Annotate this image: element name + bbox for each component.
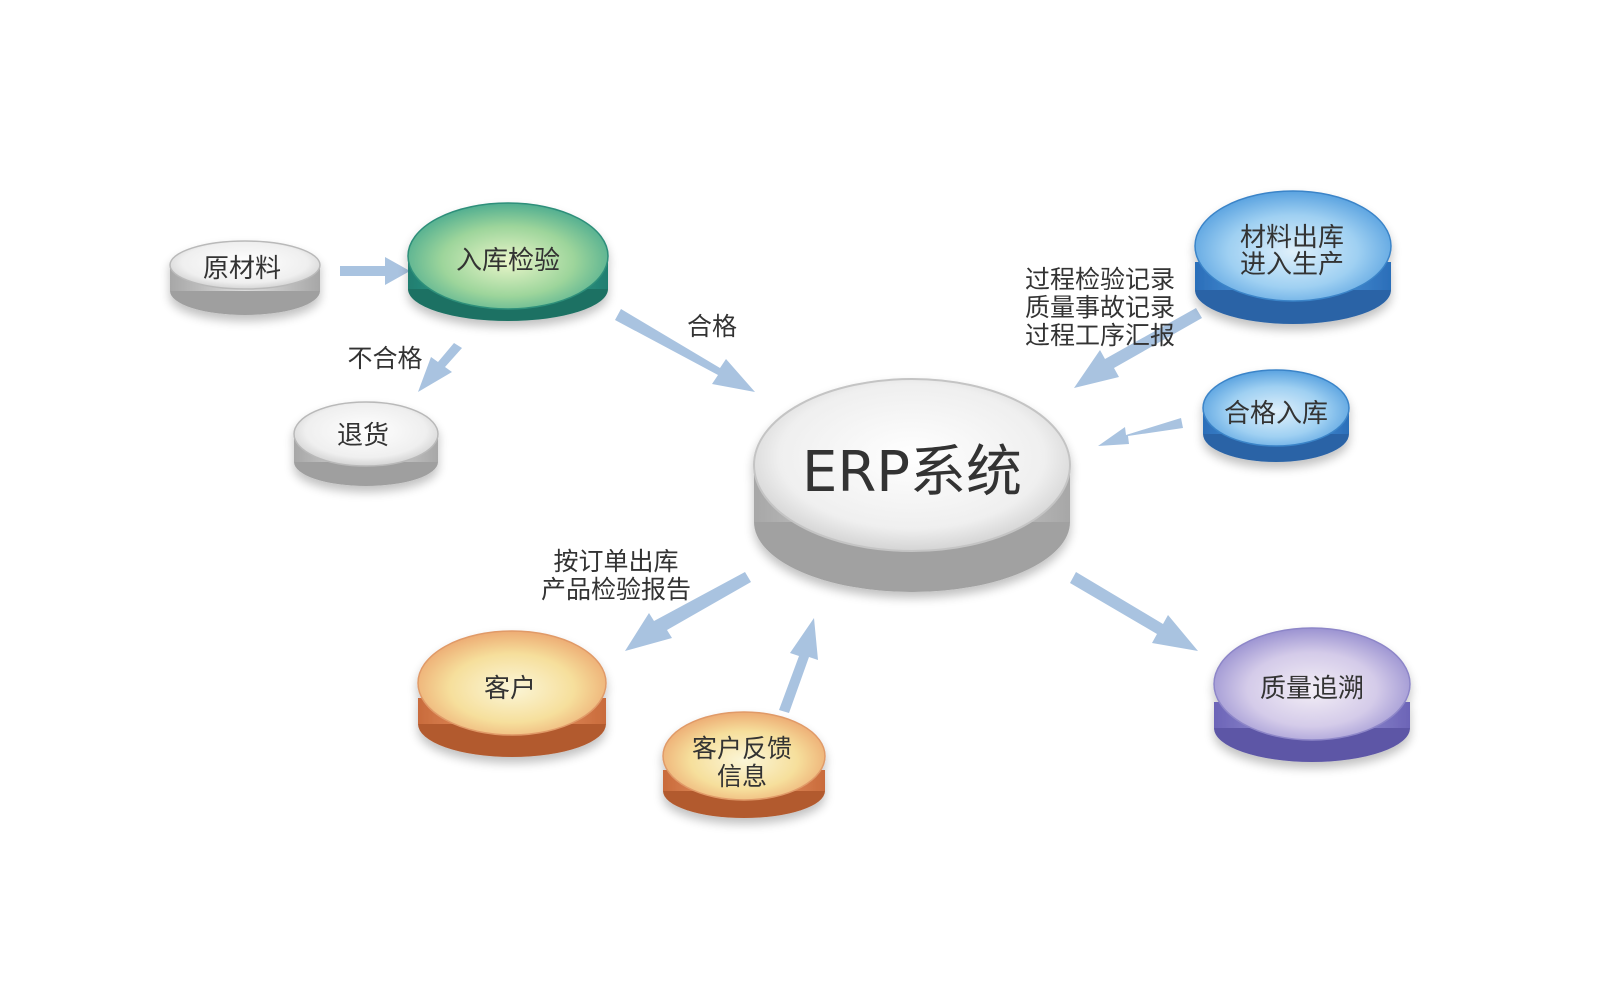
node-quality-trace-label: 质量追溯 xyxy=(1260,674,1364,704)
node-return xyxy=(293,401,439,486)
node-material-out xyxy=(1194,190,1392,324)
edge-label-shipping-2: 产品检验报告 xyxy=(541,575,691,604)
node-customer-feedback-line1: 客户反馈 xyxy=(692,734,792,763)
node-qualified-storage-label: 合格入库 xyxy=(1224,399,1328,429)
arrow-raw-to-inbound xyxy=(340,257,410,285)
node-raw-material xyxy=(169,240,321,315)
node-inbound-inspection-label: 入库检验 xyxy=(456,246,560,276)
edge-label-shipping-1: 按订单出库 xyxy=(553,547,678,576)
node-customer-feedback-line2: 信息 xyxy=(717,762,767,791)
node-quality-trace xyxy=(1213,627,1411,762)
node-inbound-inspection xyxy=(407,202,609,321)
node-qualified-storage xyxy=(1202,369,1350,462)
edge-label-process-2: 质量事故记录 xyxy=(1025,293,1175,322)
node-customer-label: 客户 xyxy=(484,674,536,704)
node-customer-feedback xyxy=(662,711,826,818)
node-return-label: 退货 xyxy=(337,421,389,451)
arrow-erp-to-customer xyxy=(625,572,751,651)
node-customer xyxy=(417,630,607,757)
edge-label-process-1: 过程检验记录 xyxy=(1025,265,1175,294)
arrow-inbound-to-return xyxy=(418,343,462,392)
arrow-erp-to-trace xyxy=(1070,572,1198,651)
node-erp-system-label: ERP系统 xyxy=(802,440,1022,505)
edge-label-process-3: 过程工序汇报 xyxy=(1025,321,1175,350)
node-raw-material-label: 原材料 xyxy=(203,254,281,284)
arrow-material-to-erp xyxy=(1074,308,1202,388)
arrow-feedback-to-erp xyxy=(779,618,818,713)
arrow-qualified-to-erp xyxy=(1098,418,1183,446)
node-material-out-line2: 进入生产 xyxy=(1240,250,1344,280)
arrow-inbound-to-erp xyxy=(615,309,755,392)
node-material-out-line1: 材料出库 xyxy=(1240,223,1344,253)
edge-label-qualified: 合格 xyxy=(687,312,737,341)
edge-label-unqualified: 不合格 xyxy=(347,344,422,373)
node-erp-system xyxy=(753,378,1071,592)
